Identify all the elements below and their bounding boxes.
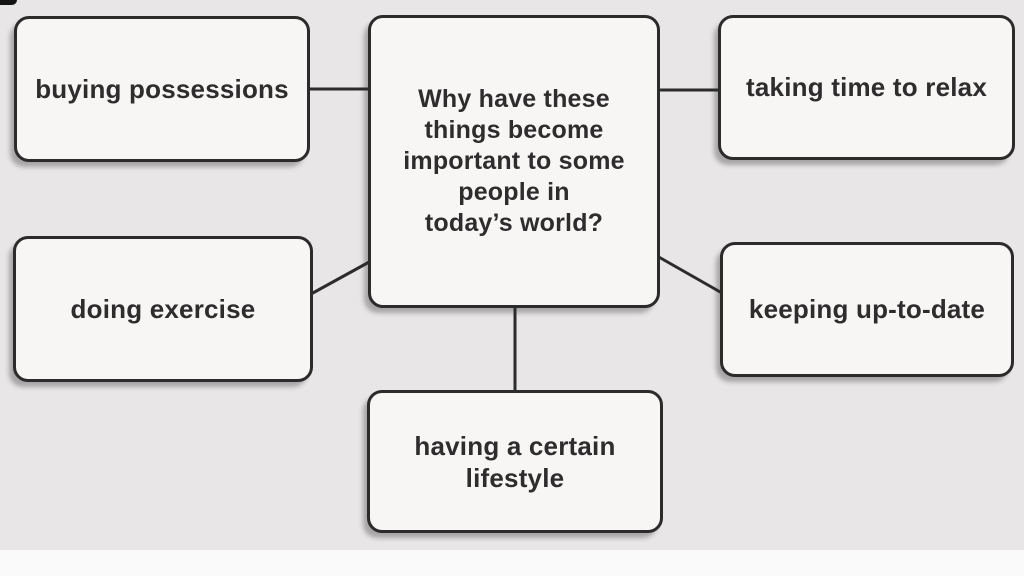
node-label-keeping-up-to-date: keeping up-to-date — [748, 294, 986, 324]
node-doing-exercise: doing exercise — [13, 236, 313, 382]
central-question-text: Why have these things become important t… — [403, 85, 625, 237]
node-label-doing-exercise: doing exercise — [70, 293, 256, 324]
connector-keeping-up-to-date — [655, 254, 724, 295]
scan-artifact-top-left — [0, 0, 17, 5]
node-label-taking-time-to-relax: taking time to relax — [746, 72, 987, 102]
node-having-a-certain-lifestyle: having a certain lifestyle — [367, 390, 663, 533]
node-label-buying-possessions: buying possessions — [35, 73, 289, 104]
node-buying-possessions: buying possessions — [14, 16, 310, 162]
node-taking-time-to-relax: taking time to relax — [718, 15, 1015, 160]
node-keeping-up-to-date: keeping up-to-date — [720, 242, 1014, 377]
connector-doing-exercise — [309, 259, 373, 296]
bottom-white-strip — [0, 550, 1024, 576]
node-label-having-a-certain-lifestyle: having a certain lifestyle — [414, 430, 616, 493]
central-question-box: Why have these things become important t… — [368, 15, 660, 308]
